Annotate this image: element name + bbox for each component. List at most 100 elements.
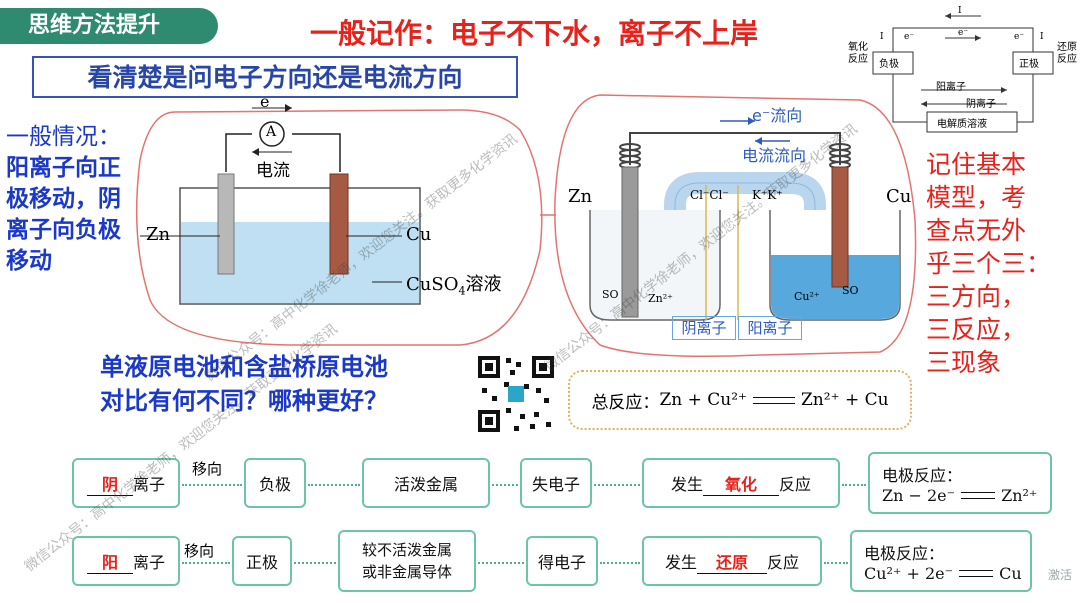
cell1-cu-label: Cu: [406, 224, 432, 245]
schem-right-line: 还原: [1057, 42, 1077, 53]
schem-e-top: e⁻: [958, 28, 969, 38]
right-note-line: 三现象: [926, 348, 1002, 377]
comparison-question: 单液原电池和含盐桥原电池 对比有何不同？哪种更好？: [100, 350, 388, 418]
row1-arrow-label: 移向: [192, 460, 223, 478]
right-note: 记住基本 模型，考 查点无外 乎三个三： 三方向， 三反应， 三现象: [926, 148, 1076, 379]
anion-tag: 阴离子: [672, 316, 736, 340]
right-note-line: 三方向，: [926, 282, 1027, 311]
schem-right-side: 还原 反应: [1057, 42, 1077, 66]
cell1-solution-label: CuSO4溶液: [406, 270, 501, 298]
row2-connector: [824, 562, 848, 564]
row1-equation-box: 电极反应： Zn − 2e⁻ Zn²⁺: [868, 452, 1052, 514]
left-note-line: 一般情况：: [6, 124, 121, 150]
schem-i-right: I: [1040, 32, 1044, 42]
schem-neg: 负极: [879, 59, 899, 70]
row2-ion-label: 离子: [132, 553, 165, 572]
left-note: 一般情况： 阳离子向正 极移动，阴 离子向负极 移动: [6, 122, 156, 277]
equals-sign: [961, 491, 996, 499]
total-reaction-label: 总反应：: [591, 392, 660, 413]
qr-code-icon: [474, 352, 558, 436]
schem-cation: 阳离子: [936, 82, 966, 93]
schem-left-line: 氧化: [848, 42, 868, 53]
row2-metal-line: 或非金属导体: [361, 563, 452, 581]
right-note-line: 查点无外: [926, 216, 1027, 245]
row1-reaction-fill: 氧化: [703, 471, 779, 496]
left-note-line: 移动: [6, 248, 52, 274]
right-note-line: 乎三个三：: [926, 249, 1052, 278]
row2-reaction-box: 发生 还原 反应: [642, 536, 822, 586]
row2-reaction-prefix: 发生: [664, 553, 697, 572]
row2-connector: [182, 562, 230, 564]
single-cell-diagram: [140, 104, 421, 305]
row1-reaction-suffix: 反应: [779, 475, 812, 494]
row2-reaction-suffix: 反应: [767, 553, 800, 572]
schem-pos: 正极: [1019, 59, 1039, 70]
right-so4: SO: [842, 284, 859, 297]
row1-electrode-box: 负极: [244, 458, 306, 508]
right-cu2: Cu²⁺: [794, 290, 820, 303]
ammeter-icon: A: [266, 124, 277, 140]
row1-ion-fill: 阴: [86, 471, 133, 496]
row2-electrode-box: 正极: [232, 536, 292, 586]
main-title: 一般记作：电子不下水，离子不上岸: [310, 17, 759, 50]
right-note-line: 模型，考: [926, 183, 1027, 212]
schem-electrolyte: 电解质溶液: [937, 119, 987, 130]
row1-connector: [492, 484, 518, 486]
row2-equation: Cu²⁺ + 2e⁻ Cu: [864, 564, 1022, 583]
salt-bridge-cation: K⁺K⁺: [752, 188, 783, 202]
schem-left-line: 反应: [848, 54, 868, 65]
salt-bridge-cell-diagram: [589, 117, 901, 321]
row2-ion-box: 阳 离子: [72, 536, 180, 586]
section-title: 思维方法提升: [0, 8, 218, 44]
row1-reaction-prefix: 发生: [670, 475, 703, 494]
electron-flow-label: e⁻流向: [752, 106, 803, 125]
row2-eq-rhs: Cu: [999, 563, 1022, 583]
row2-eq-lhs: Cu²⁺ + 2e⁻: [864, 563, 954, 583]
left-zn2: Zn²⁺: [648, 292, 673, 305]
row1-metal-box: 活泼金属: [362, 458, 490, 508]
row1-ion-label: 离子: [132, 475, 165, 494]
row1-connector: [182, 484, 242, 486]
row2-connector: [478, 562, 524, 564]
row1-equation: Zn − 2e⁻ Zn²⁺: [882, 486, 1037, 505]
left-note-line: 阳离子向正: [6, 155, 121, 181]
equals-sign: [753, 396, 795, 404]
row2-electron-box: 得电子: [526, 536, 598, 586]
row1-reaction-box: 发生 氧化 反应: [642, 458, 840, 508]
schem-right-line: 反应: [1057, 54, 1077, 65]
schem-i-top: I: [958, 6, 962, 16]
schem-i-left: I: [880, 32, 884, 42]
row1-ion-box: 阴 离子: [72, 458, 180, 508]
total-reaction-lhs: Zn + Cu²⁺: [659, 390, 747, 410]
cation-tag: 阳离子: [738, 316, 802, 340]
schematic-diagram: [872, 13, 1054, 133]
schem-e-right: e⁻: [1014, 32, 1025, 42]
current-flow-label: 电流流向: [742, 146, 807, 165]
left-so4: SO: [602, 288, 619, 301]
total-reaction-rhs: Zn²⁺ + Cu: [801, 390, 889, 410]
cell1-zn-label: Zn: [146, 224, 171, 245]
cell1-current-label: 电流: [256, 161, 290, 181]
row2-arrow-label: 移向: [184, 542, 215, 560]
row1-eq-rhs: Zn²⁺: [1001, 485, 1038, 505]
row1-electron-box: 失电子: [520, 458, 592, 508]
schem-e-left: e⁻: [904, 32, 915, 42]
left-note-line: 极移动，阴: [6, 186, 121, 212]
question-line: 对比有何不同？哪种更好？: [100, 387, 388, 415]
solution-subscript: 4: [458, 284, 466, 298]
row1-connector: [842, 484, 866, 486]
cell2-zn-label: Zn: [568, 186, 593, 207]
row1-connector: [594, 484, 640, 486]
equals-sign: [959, 569, 994, 577]
row1-eq-lhs: Zn − 2e⁻: [882, 485, 956, 505]
total-reaction-box: 总反应： Zn + Cu²⁺ Zn²⁺ + Cu: [568, 370, 912, 430]
right-note-line: 三反应，: [926, 315, 1027, 344]
solution-tail: 溶液: [465, 274, 502, 295]
salt-bridge-anion: Cl⁻Cl⁻: [690, 188, 729, 202]
corner-logo: 激活: [1048, 568, 1073, 582]
row1-connector: [308, 484, 360, 486]
row2-equation-box: 电极反应： Cu²⁺ + 2e⁻ Cu: [850, 530, 1032, 592]
question-line: 单液原电池和含盐桥原电池: [100, 353, 388, 381]
cell1-electron-label: e: [260, 92, 270, 111]
